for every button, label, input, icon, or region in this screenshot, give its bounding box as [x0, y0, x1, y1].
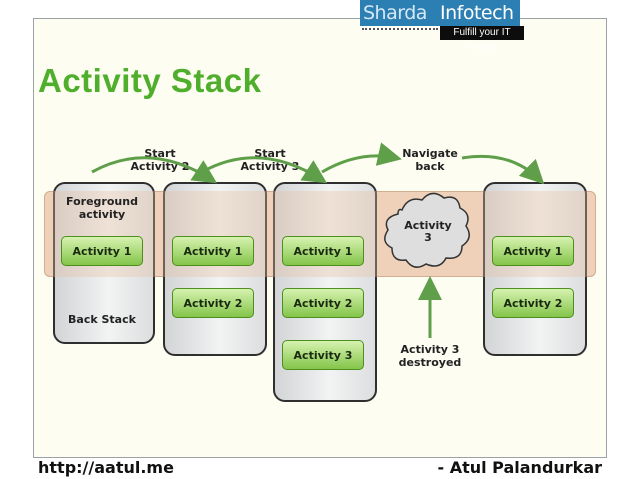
stack-column-4: [483, 182, 587, 356]
transition-navigate-back: Navigate back: [402, 147, 458, 173]
logo-banner: [360, 0, 520, 26]
stack3-activity-2: Activity 2: [282, 288, 364, 318]
logo-dots: [362, 28, 438, 30]
stack2-activity-1: Activity 1: [172, 236, 254, 266]
cloud-shape: [384, 192, 470, 268]
arrow-navigate-back: [461, 154, 545, 185]
logo-brand-part2: Infotech: [440, 2, 514, 24]
back-stack-label: Back Stack: [68, 313, 136, 326]
stack4-activity-1: Activity 1: [492, 236, 574, 266]
stack4-activity-2: Activity 2: [492, 288, 574, 318]
logo-brand-part1: Sharda: [363, 2, 427, 24]
slide-title: Activity Stack: [38, 62, 262, 99]
stack3-activity-3: Activity 3: [282, 340, 364, 370]
stack3-activity-1: Activity 1: [282, 236, 364, 266]
footer-url[interactable]: http://aatul.me: [38, 458, 174, 477]
logo-tagline: Fulfill your IT needs: [440, 26, 524, 52]
stack1-activity-1: Activity 1: [61, 236, 143, 266]
activity-3-cloud-label: Activity 3: [404, 219, 452, 244]
footer-author: - Atul Palandurkar: [437, 458, 602, 477]
stack-column-2: [163, 182, 267, 356]
stack2-activity-2: Activity 2: [172, 288, 254, 318]
arrow-to-cloud: [321, 142, 402, 174]
activity-3-destroyed-label: Activity 3 destroyed: [398, 343, 462, 369]
arrow-start-activity-3: [201, 156, 328, 184]
logo: Sharda Infotech Fulfill your IT needs: [360, 0, 526, 52]
foreground-activity-label: Foreground activity: [66, 195, 138, 221]
arrow-start-activity-2: [91, 156, 218, 184]
